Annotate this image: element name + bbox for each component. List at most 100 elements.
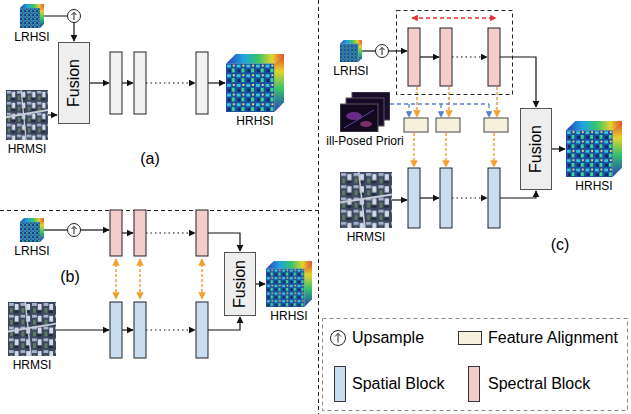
msi-picture	[340, 172, 392, 228]
block-arrow	[500, 191, 536, 198]
cube-image: HRHSI	[266, 261, 312, 307]
msi-picture	[8, 302, 56, 356]
image-caption: HRHSI	[270, 309, 307, 323]
image-caption: HRMSI	[13, 358, 52, 372]
block-arrow	[56, 329, 109, 330]
upsample-symbol	[68, 10, 81, 23]
spatial-block	[440, 168, 452, 228]
legend-text: Feature Alignment	[488, 329, 618, 347]
cube-picture	[266, 261, 312, 307]
flow-arrow	[48, 114, 57, 115]
block-arrow	[81, 229, 110, 230]
image-caption: LRHSI	[14, 30, 49, 44]
panel-divider	[318, 0, 319, 414]
interaction-arrow	[115, 259, 117, 299]
legend-text: Spatial Block	[352, 375, 445, 393]
msi-picture	[6, 90, 48, 140]
fusion-label: Fusion	[527, 125, 545, 173]
image-caption: HRHSI	[575, 179, 612, 193]
panel-divider	[0, 210, 318, 211]
cube-image: LRHSI	[20, 4, 44, 28]
image-caption: HRHSI	[236, 114, 273, 128]
legend-frame	[323, 319, 628, 411]
upsample-symbol	[335, 334, 341, 343]
generic-block	[134, 52, 146, 114]
prior-arrow	[390, 104, 489, 117]
cube-image: LRHSI	[340, 40, 362, 62]
cube-picture	[226, 54, 284, 112]
spectral-group-frame	[397, 11, 513, 95]
priori-picture	[340, 92, 390, 132]
spatial-block	[408, 168, 420, 228]
generic-block	[196, 52, 208, 114]
spatial-block	[134, 302, 146, 358]
cube-image: HRHSI	[566, 121, 622, 177]
cube-picture	[20, 218, 44, 242]
upsample-symbol	[68, 224, 81, 237]
fusion-box: Fusion	[58, 42, 90, 124]
cube-picture	[566, 121, 622, 177]
prior-arrow	[390, 103, 489, 104]
fusion-label: Fusion	[231, 260, 249, 308]
spectral-block	[488, 28, 500, 86]
block-arrow	[362, 50, 376, 51]
block-arrow	[44, 229, 68, 230]
interaction-arrow	[493, 133, 495, 167]
fusion-box: Fusion	[224, 252, 256, 316]
flow-arrow	[256, 283, 265, 284]
image-caption: ill-Posed Priori	[326, 134, 403, 148]
interaction-arrow	[496, 87, 498, 117]
spectral-block	[440, 28, 452, 86]
priori-image: ill-Posed Priori	[340, 92, 390, 132]
upsample-symbol	[376, 45, 389, 58]
panel-label: (c)	[551, 236, 570, 254]
cube-picture	[20, 218, 44, 242]
cube-picture	[340, 40, 362, 62]
legend-swatch	[458, 331, 482, 345]
interaction-arrow	[413, 133, 415, 167]
panel-label: (a)	[140, 150, 160, 168]
spectral-block	[110, 28, 500, 256]
generic-block	[110, 52, 208, 114]
block-arrow	[500, 57, 536, 107]
image-caption: LRHSI	[333, 64, 368, 78]
legend-text: Spectral Block	[488, 375, 590, 393]
spectral-block	[110, 210, 122, 256]
legend-swatch	[468, 366, 480, 402]
flow-arrow	[552, 148, 565, 149]
legend-text: Upsample	[352, 329, 424, 347]
prior-arrow	[488, 104, 489, 117]
feature-alignment-box	[436, 118, 460, 132]
image-caption: HRMSI	[347, 230, 386, 244]
interaction-arrow	[201, 259, 203, 299]
spectral-group-frame	[397, 11, 513, 95]
legend-swatch	[334, 366, 346, 402]
spectral-block	[408, 28, 420, 86]
msi-picture	[6, 90, 48, 140]
cube-picture	[226, 54, 284, 112]
image-caption: LRHSI	[14, 244, 49, 258]
feature-alignment-box	[484, 118, 508, 132]
block-arrow	[452, 197, 487, 198]
cube-picture	[266, 261, 312, 307]
block-arrow	[122, 82, 133, 83]
interaction-arrow	[139, 259, 141, 299]
cube-picture	[20, 4, 44, 28]
block-arrow	[122, 329, 133, 330]
feature-alignment-box	[404, 118, 428, 132]
generic-block	[110, 52, 122, 114]
upsample-symbol	[331, 331, 346, 346]
block-arrow	[420, 56, 439, 57]
interaction-arrow	[445, 133, 447, 167]
spectral-block	[134, 210, 146, 256]
feature-alignment-box	[404, 118, 508, 132]
upsample-symbol	[380, 48, 385, 56]
spatial-block	[196, 302, 208, 358]
spatial-block	[110, 168, 500, 358]
msi-picture	[8, 302, 56, 356]
priori-picture	[340, 92, 390, 132]
prior-arrow	[408, 104, 409, 117]
